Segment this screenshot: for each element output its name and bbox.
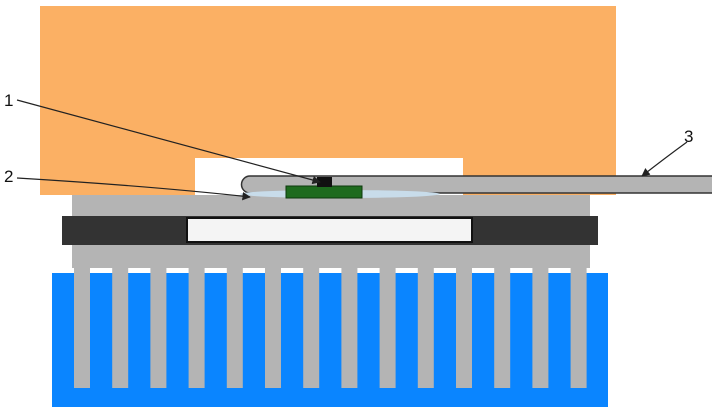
fin	[188, 244, 205, 388]
coolant-bath	[52, 273, 608, 407]
leader-line-1	[16, 99, 321, 185]
label-2: 2	[4, 167, 13, 186]
frame-window	[186, 217, 473, 243]
housing	[40, 6, 616, 195]
leader-line-3	[641, 141, 688, 177]
fin	[494, 244, 511, 388]
fin	[532, 244, 549, 388]
fin	[341, 244, 358, 388]
label-3: 3	[684, 127, 693, 146]
fin	[150, 244, 167, 388]
heat-sink-fins	[74, 244, 587, 388]
fin	[379, 244, 396, 388]
fin	[112, 244, 129, 388]
leader-line-2	[16, 177, 251, 201]
fin	[226, 244, 243, 388]
chip	[285, 185, 363, 199]
fin	[74, 244, 90, 388]
fin	[303, 244, 320, 388]
fin	[417, 244, 434, 388]
fin	[265, 244, 281, 388]
label-1: 1	[4, 91, 13, 110]
fin	[570, 244, 587, 388]
die	[317, 177, 332, 187]
fin	[456, 244, 472, 388]
